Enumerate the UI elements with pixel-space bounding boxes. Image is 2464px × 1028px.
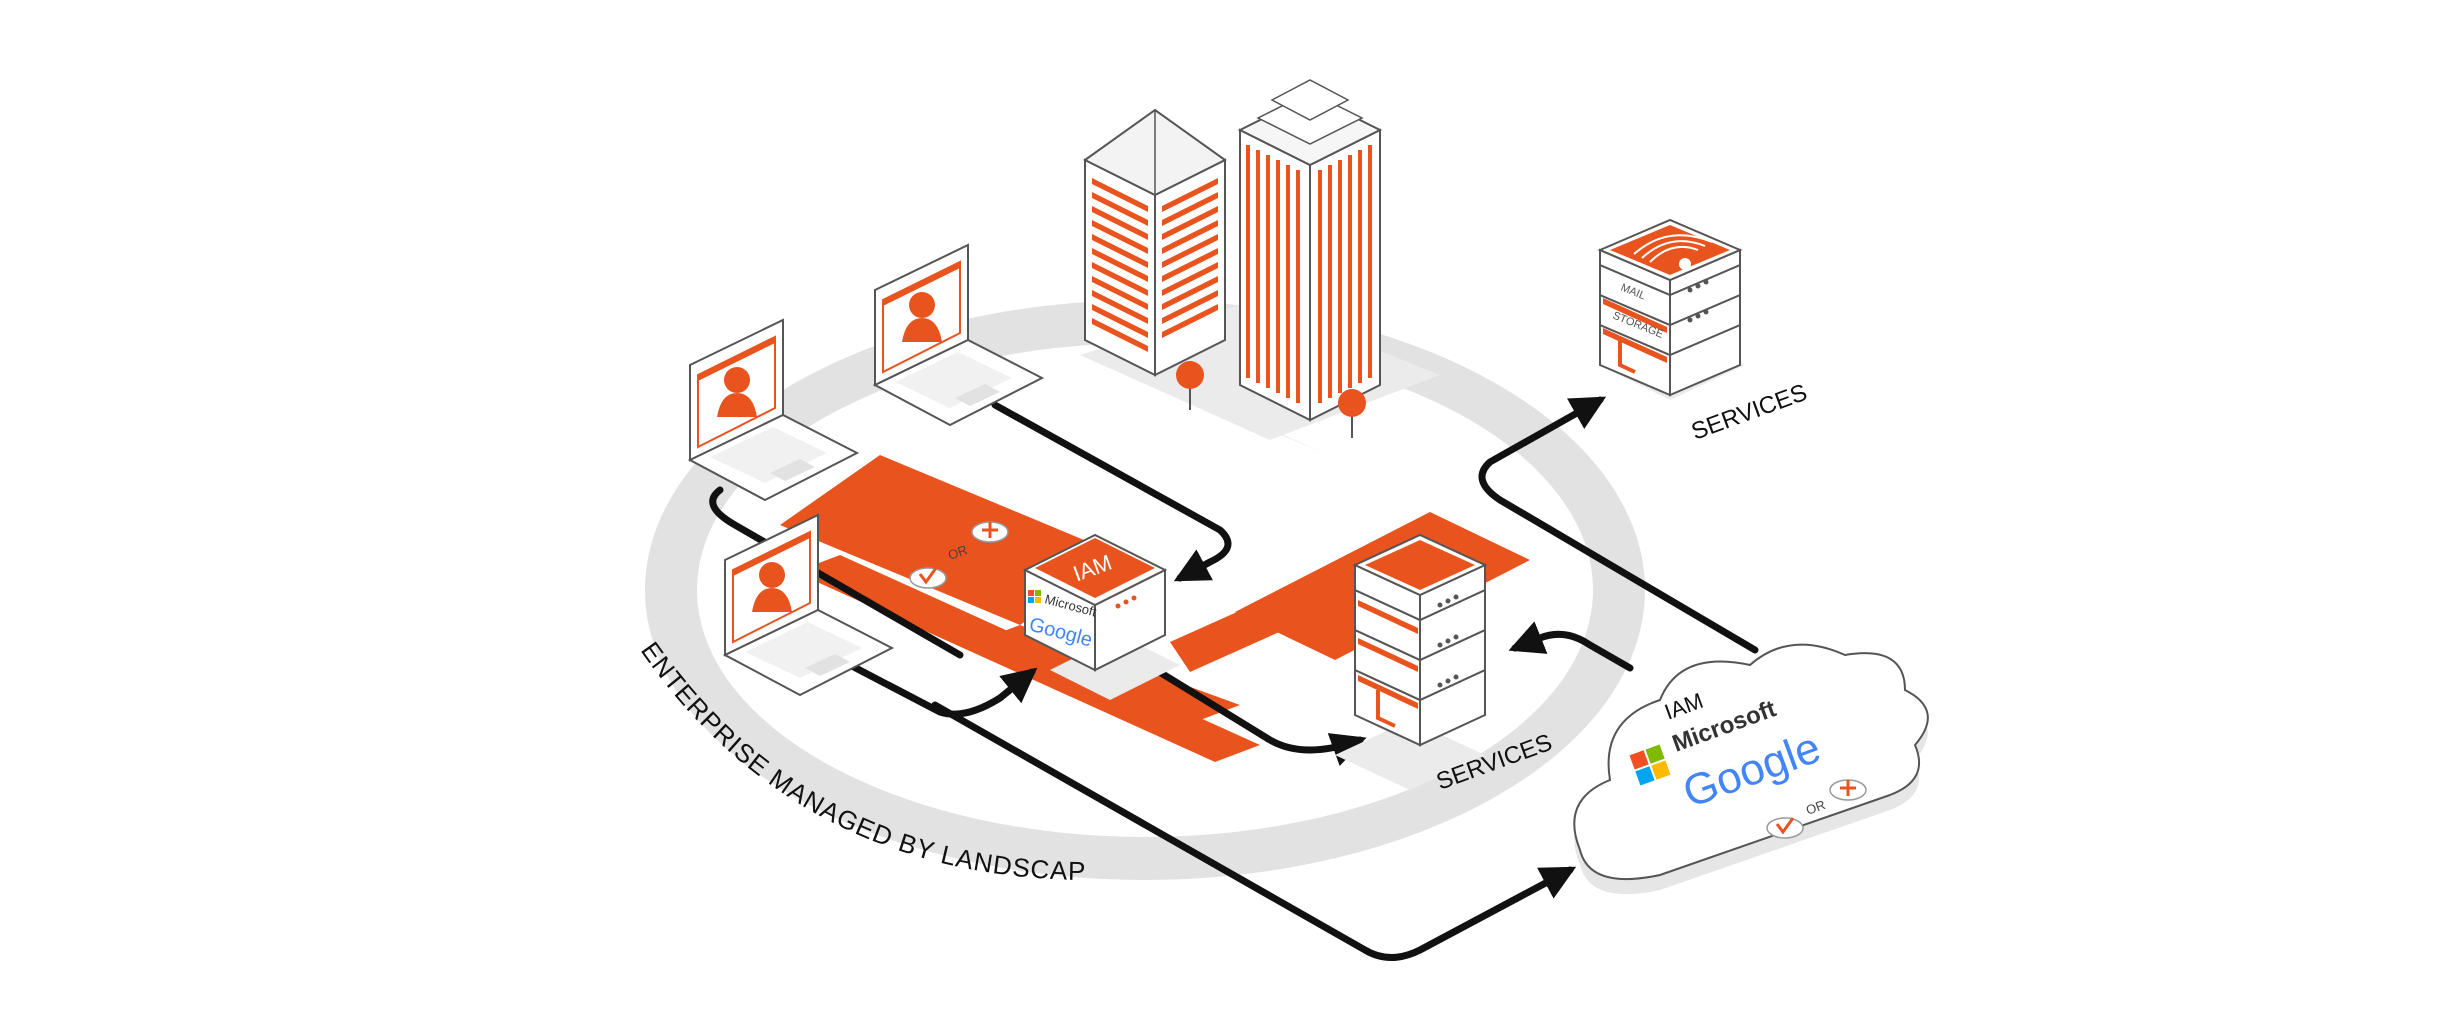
cross-icon bbox=[1840, 780, 1856, 796]
cloud-to-services-top-arrow bbox=[1478, 396, 1759, 654]
user-avatar-icon bbox=[717, 367, 757, 417]
connection-lines bbox=[709, 396, 1759, 961]
laptop-bottom[interactable] bbox=[722, 513, 895, 697]
check-token-right bbox=[1766, 817, 1804, 839]
cross-token-right bbox=[1829, 779, 1867, 801]
check-token-left bbox=[909, 567, 947, 589]
laptop-top[interactable] bbox=[872, 243, 1045, 427]
office-building-left bbox=[1083, 108, 1227, 377]
services-stack-center[interactable] bbox=[1335, 533, 1488, 790]
check-icon bbox=[918, 567, 938, 585]
services-label-top: SERVICES bbox=[1688, 379, 1811, 446]
laptop-bottom-to-cloud-arrow bbox=[931, 701, 1577, 961]
laptop-left-to-iam-line bbox=[709, 486, 964, 659]
services-stack-top[interactable]: MAIL STORAGE bbox=[1597, 218, 1745, 400]
pin-icon bbox=[1338, 389, 1366, 438]
iam-to-services-arrow bbox=[1136, 656, 1367, 767]
laptop-left[interactable] bbox=[687, 318, 860, 502]
status-dots bbox=[1687, 279, 1709, 323]
user-avatar-icon bbox=[752, 562, 792, 612]
cloud-iam[interactable]: IAM Microsoft Google bbox=[1573, 643, 1929, 895]
iam-box[interactable]: IAM Microsoft Google bbox=[1022, 533, 1180, 700]
office-building-right bbox=[1237, 79, 1383, 422]
user-avatar-icon bbox=[902, 292, 942, 342]
check-icon bbox=[1775, 817, 1795, 835]
pin-icon bbox=[1176, 361, 1204, 410]
wifi-icon bbox=[1633, 234, 1713, 270]
microsoft-logo-icon bbox=[1028, 590, 1041, 603]
cross-token-left bbox=[971, 521, 1009, 543]
laptop-top-to-iam-arrow bbox=[991, 401, 1232, 582]
status-dots bbox=[1437, 594, 1459, 688]
microsoft-logo-icon bbox=[1629, 744, 1671, 786]
or-label-right: OR bbox=[1804, 797, 1827, 818]
status-dots bbox=[1115, 595, 1137, 609]
or-label-left: OR bbox=[946, 542, 969, 563]
cloud-to-services-arrow bbox=[1508, 621, 1634, 672]
cross-icon bbox=[982, 522, 998, 538]
